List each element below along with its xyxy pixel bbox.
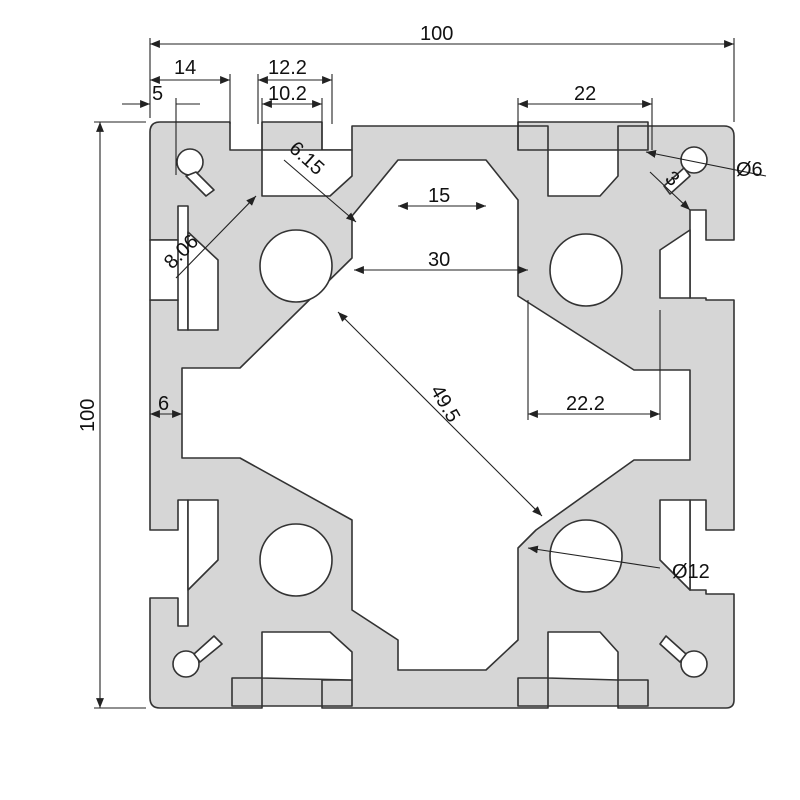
corner-hole-top-left [176,148,215,197]
center-slot-width-label: 15 [428,185,450,207]
corner-hole-bottom-right [659,635,708,678]
slot-outer-offset-label: 14 [174,57,196,79]
core-hole-bottom-right [549,519,623,593]
corner-hole-bottom-left [172,635,223,678]
slot-opening-inner-label: 10.2 [268,83,307,105]
top-left-channel [261,149,353,197]
top-right-channel [547,149,619,197]
bottom-left-channel [261,631,353,681]
hole-spacing-label: 30 [428,249,450,271]
bottom-right-channel [547,631,619,681]
slot-depth-top-label: 22 [574,83,596,105]
right-upper-channel [659,229,691,299]
core-hole-bottom-left [259,523,333,597]
slot-opening-outer-label: 12.2 [268,57,307,79]
large-hole-diameter-label: Ø12 [672,561,710,583]
left-upper-channel [187,231,219,331]
corner-hole-top-right [663,146,708,195]
overall-height-label: 100 [77,399,99,432]
core-hole-top-left [259,229,333,303]
core-hole-top-right [549,233,623,307]
wall-thickness-label: 6 [158,393,169,415]
left-upper-slot [149,239,179,301]
slot-offset-label: 5 [152,83,163,105]
small-hole-diameter-label: Ø6 [736,159,763,181]
overall-width-label: 100 [420,23,453,45]
right-lower-channel [659,499,691,591]
slot-depth-right-label: 22.2 [566,393,605,415]
left-lower-channel [187,499,219,591]
